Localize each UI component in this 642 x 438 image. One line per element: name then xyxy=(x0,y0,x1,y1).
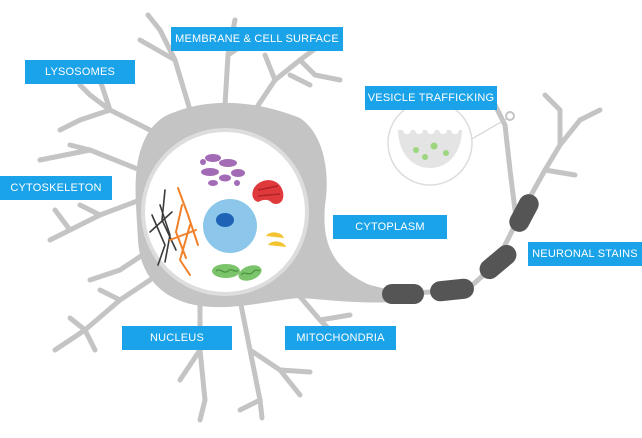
myelin-segment xyxy=(509,194,539,232)
label-nucleus: NUCLEUS xyxy=(122,326,232,350)
nucleus xyxy=(203,199,257,253)
cytoskeleton-filaments xyxy=(149,187,199,276)
label-lysosomes: LYSOSOMES xyxy=(25,60,135,84)
lysosomes xyxy=(266,232,286,247)
label-mitochondria: MITOCHONDRIA xyxy=(285,326,396,350)
dendrites xyxy=(37,12,353,423)
label-membrane-cell-surface: MEMBRANE & CELL SURFACE xyxy=(171,27,343,51)
golgi-apparatus xyxy=(200,154,245,186)
label-cytoplasm: CYTOPLASM xyxy=(333,215,447,239)
vesicle-trafficking-inset xyxy=(387,100,509,186)
myelin-segment xyxy=(430,278,474,302)
label-neuronal-stains: NEURONAL STAINS xyxy=(528,242,642,266)
label-vesicle-trafficking: VESICLE TRAFFICKING xyxy=(365,86,497,110)
mitochondria xyxy=(212,264,262,281)
myelin-sheaths xyxy=(382,194,539,304)
label-cytoskeleton: CYTOSKELETON xyxy=(0,176,112,200)
nucleolus xyxy=(216,213,234,227)
myelin-segment xyxy=(479,244,517,280)
myelin-segment xyxy=(382,284,424,304)
